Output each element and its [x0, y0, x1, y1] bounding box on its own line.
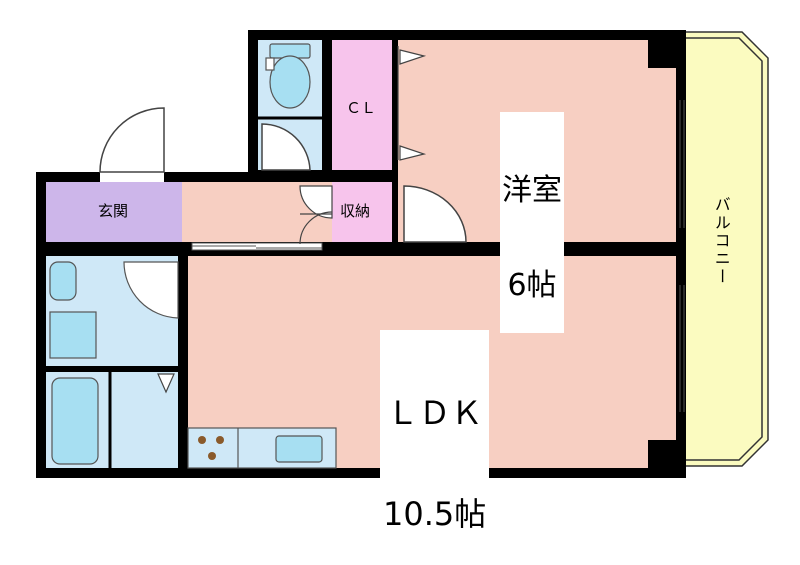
- western-room-label: 洋室 6帖: [500, 112, 564, 333]
- bath-door: [157, 373, 175, 394]
- ldk-name: ＬＤＫ: [386, 394, 483, 433]
- toilet-door: [261, 123, 311, 171]
- storage-door: [299, 211, 333, 245]
- balcony-rail: [684, 37, 763, 461]
- entrance-floor: [46, 182, 182, 242]
- windows: [679, 100, 685, 412]
- bath-divider: [46, 366, 178, 372]
- ldk-label: ＬＤＫ 10.5帖: [380, 330, 490, 565]
- closet-label: ＣＬ: [346, 99, 377, 117]
- closet-floor: [332, 40, 392, 170]
- western-room-door: [403, 185, 467, 243]
- sliding-door: [191, 242, 323, 251]
- toilet-fixture: [265, 43, 311, 109]
- ldk-size: 10.5帖: [383, 494, 487, 533]
- washroom-fixtures: [49, 261, 179, 359]
- pillar: [648, 440, 684, 476]
- stove-burners: [198, 436, 224, 460]
- closet-doors: [397, 46, 427, 161]
- storage-floor: [332, 182, 392, 242]
- bathtub: [51, 377, 99, 465]
- western-room-size: 6帖: [507, 267, 557, 303]
- entrance-door: [99, 107, 165, 182]
- entrance-label: 玄関: [98, 202, 129, 220]
- balcony-label: バルコニー: [711, 196, 731, 286]
- western-room-name: 洋室: [502, 173, 562, 208]
- kitchen-counter: [187, 427, 337, 469]
- storage-label: 収納: [340, 202, 371, 220]
- storage-door: [299, 185, 333, 219]
- pillar: [648, 32, 684, 68]
